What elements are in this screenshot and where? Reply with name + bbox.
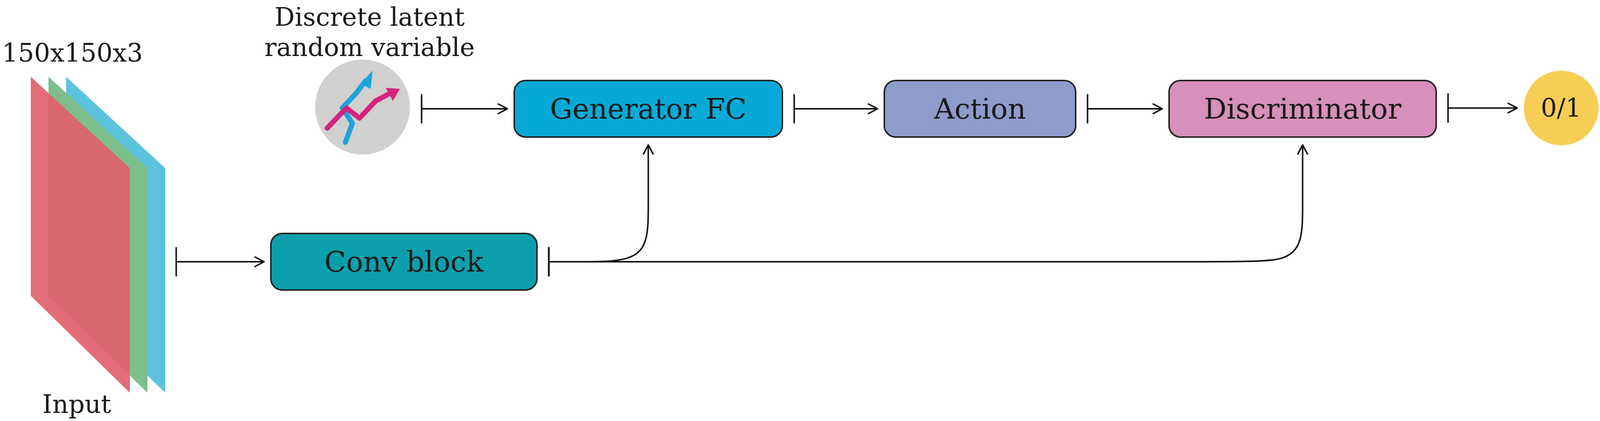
latent-variable: Discrete latent random variable bbox=[314, 59, 411, 156]
tensor-layer bbox=[30, 76, 130, 393]
input-tensor: 150x150x3Input bbox=[30, 76, 166, 393]
output-circle bbox=[1523, 70, 1599, 146]
flow-arrow bbox=[421, 108, 508, 110]
flow-arrow bbox=[548, 144, 649, 263]
dimension-label: 150x150x3 bbox=[2, 40, 143, 66]
node-label: Discriminator bbox=[1203, 93, 1402, 125]
node-label: Input bbox=[42, 391, 112, 418]
action-box: Action bbox=[883, 79, 1077, 138]
node-label: 0/1 bbox=[1540, 95, 1582, 121]
latent-icon bbox=[314, 59, 411, 156]
latent-circle bbox=[315, 59, 410, 155]
conv-box: Conv block bbox=[270, 232, 538, 291]
node-label: Conv block bbox=[324, 246, 484, 278]
zigzag-arrow bbox=[327, 92, 391, 129]
flow-arrow bbox=[1448, 107, 1518, 110]
flow-arrow bbox=[794, 108, 878, 110]
flow-arrow bbox=[176, 261, 265, 263]
output-circle: 0/1 bbox=[1523, 70, 1599, 146]
arrow-tip bbox=[385, 87, 400, 101]
node-label: Generator FC bbox=[549, 93, 747, 125]
arrow-tip bbox=[360, 70, 373, 89]
node-label: Action bbox=[934, 93, 1026, 125]
node-heading: Discrete latent random variable bbox=[248, 2, 491, 63]
generator-box: Generator FC bbox=[513, 79, 784, 138]
flow-arrow bbox=[548, 144, 1303, 263]
flow-arrow bbox=[1087, 108, 1163, 110]
tensor-layers bbox=[30, 76, 166, 393]
discriminator-box: Discriminator bbox=[1168, 79, 1437, 138]
